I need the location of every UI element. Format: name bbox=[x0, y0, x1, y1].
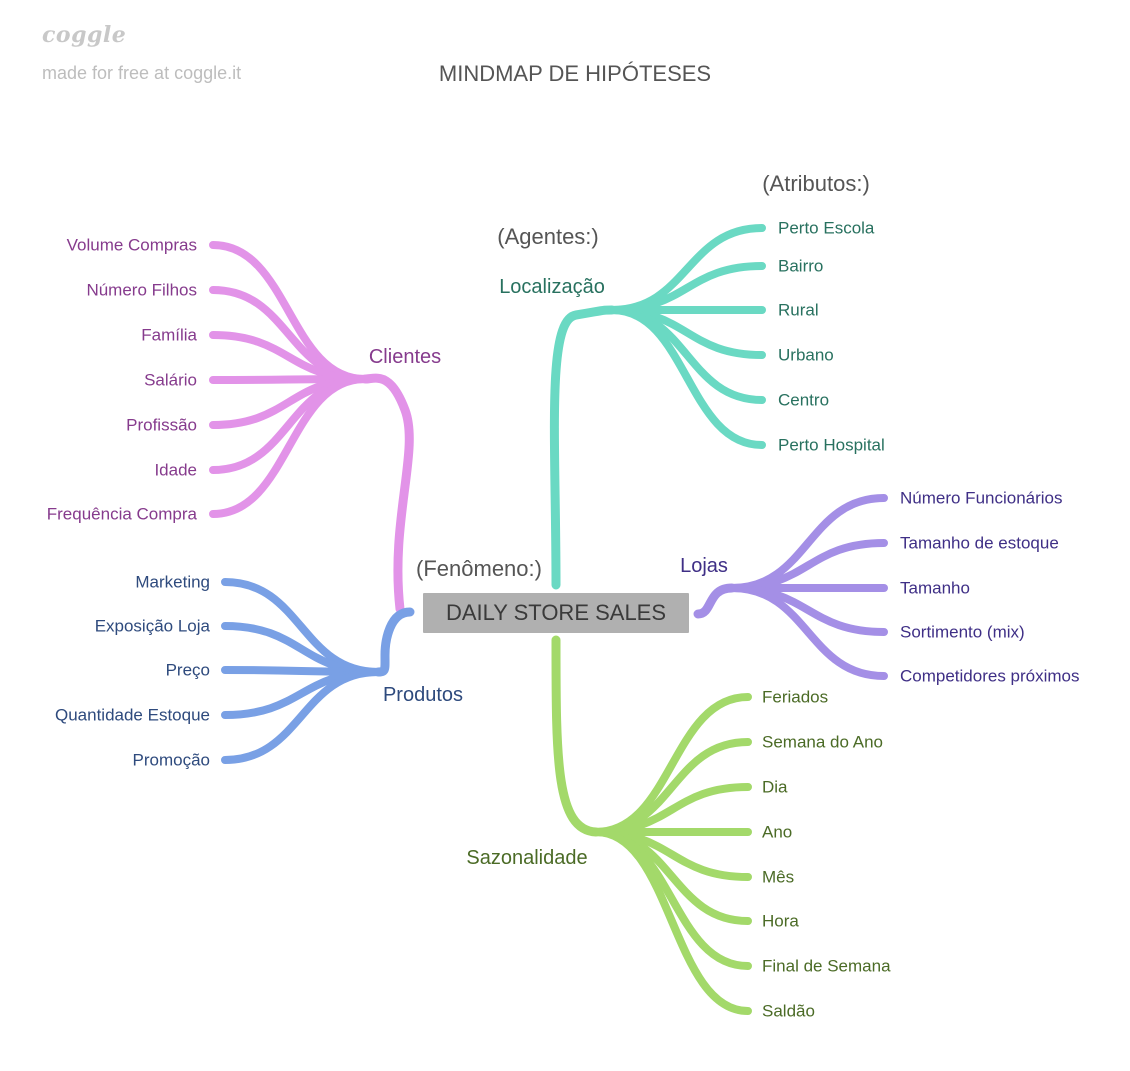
annotation-agentes: (Agentes:) bbox=[497, 224, 599, 249]
leaf-node-sazonalidade[interactable]: Saldão bbox=[762, 1001, 815, 1021]
leaf-node-sazonalidade[interactable]: Final de Semana bbox=[762, 956, 891, 976]
branch-label-produtos[interactable]: Produtos bbox=[382, 684, 464, 706]
leaf-node-sazonalidade[interactable]: Hora bbox=[762, 911, 799, 931]
branch-label-lojas[interactable]: Lojas bbox=[680, 555, 728, 577]
leaf-node-localizacao[interactable]: Perto Escola bbox=[778, 218, 875, 238]
leaf-node-sazonalidade[interactable]: Feriados bbox=[762, 687, 829, 707]
annotation-fenomeno: (Fenômeno:) bbox=[416, 556, 542, 581]
leaf-node-localizacao[interactable]: Bairro bbox=[778, 256, 824, 276]
root-node[interactable]: DAILY STORE SALES bbox=[421, 591, 691, 635]
leaf-node-lojas[interactable]: Sortimento (mix) bbox=[900, 622, 1025, 642]
leaf-node-sazonalidade[interactable]: Dia bbox=[762, 777, 788, 797]
leaf-node-localizacao[interactable]: Rural bbox=[778, 300, 819, 320]
leaf-node-produtos[interactable]: Quantidade Estoque bbox=[54, 705, 210, 725]
leaf-node-produtos[interactable]: Promoção bbox=[132, 750, 210, 770]
leaf-node-localizacao[interactable]: Perto Hospital bbox=[778, 435, 885, 455]
leaf-node-clientes[interactable]: Frequência Compra bbox=[46, 504, 197, 524]
leaf-node-clientes[interactable]: Profissão bbox=[126, 415, 197, 435]
sazonalidade-trunk-line bbox=[551, 635, 601, 837]
localizacao-leaf-line bbox=[608, 306, 766, 449]
leaf-node-lojas[interactable]: Tamanho de estoque bbox=[900, 533, 1059, 553]
annotation-atributos: (Atributos:) bbox=[762, 171, 870, 196]
page-title: MINDMAP DE HIPÓTESES bbox=[438, 61, 712, 86]
leaf-node-lojas[interactable]: Tamanho bbox=[900, 578, 970, 598]
leaf-node-sazonalidade[interactable]: Semana do Ano bbox=[762, 732, 883, 752]
leaf-node-produtos[interactable]: Preço bbox=[165, 660, 210, 680]
leaf-node-sazonalidade[interactable]: Mês bbox=[762, 867, 795, 887]
leaf-node-produtos[interactable]: Exposição Loja bbox=[94, 616, 210, 636]
sazonalidade-leaf-line bbox=[592, 828, 752, 1015]
leaf-node-localizacao[interactable]: Urbano bbox=[778, 345, 834, 365]
leaf-node-clientes[interactable]: Salário bbox=[144, 370, 197, 390]
coggle-logo: coggle bbox=[42, 22, 127, 48]
root-node-label: DAILY STORE SALES bbox=[445, 600, 667, 625]
leaf-node-sazonalidade[interactable]: Ano bbox=[762, 822, 793, 842]
clientes-trunk-line bbox=[360, 373, 414, 614]
leaf-node-lojas[interactable]: Competidores próximos bbox=[900, 666, 1080, 686]
leaf-node-clientes[interactable]: Número Filhos bbox=[86, 280, 197, 300]
coggle-tagline: made for free at coggle.it bbox=[42, 63, 242, 83]
produtos-trunk-line bbox=[373, 607, 415, 677]
produtos-leaf-line bbox=[221, 668, 382, 764]
leaf-node-clientes[interactable]: Família bbox=[141, 325, 197, 345]
leaf-node-clientes[interactable]: Idade bbox=[154, 460, 197, 480]
leaf-node-clientes[interactable]: Volume Compras bbox=[66, 235, 197, 255]
branch-label-sazonalidade[interactable]: Sazonalidade bbox=[466, 847, 588, 869]
lojas-trunk-line bbox=[693, 583, 737, 619]
leaf-node-lojas[interactable]: Número Funcionários bbox=[900, 488, 1063, 508]
leaf-node-localizacao[interactable]: Centro bbox=[778, 390, 830, 410]
leaf-node-produtos[interactable]: Marketing bbox=[135, 572, 210, 592]
clientes-leaf-line bbox=[209, 375, 369, 518]
branch-label-clientes[interactable]: Clientes bbox=[368, 346, 442, 368]
lojas-leaf-line bbox=[728, 584, 888, 680]
branch-label-localizacao[interactable]: Localização bbox=[499, 276, 605, 298]
localizacao-trunk-line bbox=[549, 305, 617, 590]
